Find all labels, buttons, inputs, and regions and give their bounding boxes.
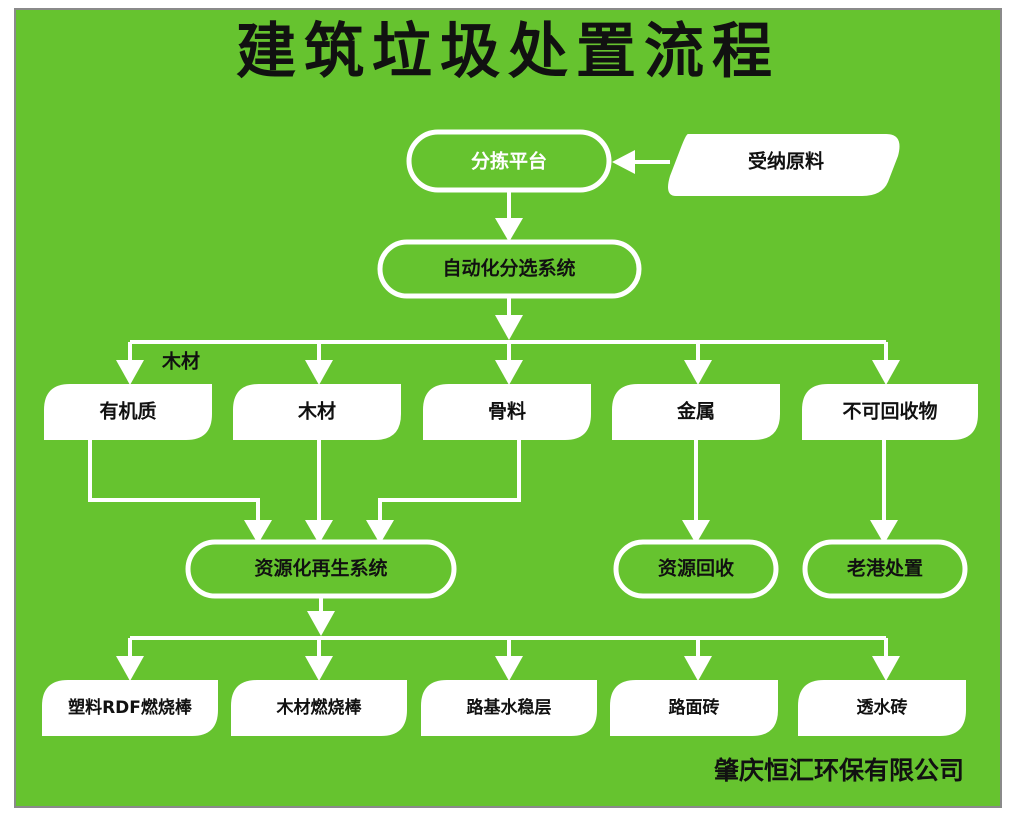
node-organic-shape bbox=[44, 384, 212, 440]
arrowhead-to-woodrod bbox=[305, 656, 333, 681]
node-intake-shape bbox=[668, 134, 900, 196]
edge-organic-to-recycle bbox=[88, 440, 260, 522]
node-nonrecyc-label: 不可回收物 bbox=[842, 400, 937, 423]
edge-aggregate-to-recycle bbox=[378, 440, 521, 522]
node-nonrecyc-shape bbox=[802, 384, 978, 440]
node-recycle-label: 资源化再生系统 bbox=[254, 557, 387, 580]
arrowhead-organic-to-recycle bbox=[244, 520, 272, 544]
node-metal-shape bbox=[612, 384, 780, 440]
arrowhead-recycle-to-bus bbox=[307, 611, 335, 636]
arrowhead-to-roadbed bbox=[495, 656, 523, 681]
page-title: 建筑垃圾处置流程 bbox=[236, 17, 780, 87]
arrowhead-metal-to-recovery bbox=[682, 520, 710, 544]
arrowhead-to-rdf bbox=[116, 656, 144, 681]
node-wood-label: 木材 bbox=[297, 400, 336, 423]
node-rdf-shape bbox=[42, 680, 218, 736]
node-woodrod-shape bbox=[231, 680, 407, 736]
node-pavebrick-shape bbox=[610, 680, 778, 736]
arrowhead-intake-to-sorting bbox=[612, 150, 635, 174]
node-laogang-shape bbox=[802, 539, 968, 599]
node-recovery-shape bbox=[613, 539, 779, 599]
arrowhead-to-pavebrick bbox=[684, 656, 712, 681]
flowchart: 建筑垃圾处置流程 受纳原料 分拣平台 自动化分选系统 bbox=[42, 17, 978, 785]
node-wood-shape bbox=[233, 384, 401, 440]
arrowhead-to-nonrecyc bbox=[872, 360, 900, 385]
arrowhead-sorting-to-auto bbox=[495, 218, 523, 242]
arrowhead-to-organic bbox=[116, 360, 144, 385]
node-permbrick-shape bbox=[798, 680, 966, 736]
node-permbrick-label: 透水砖 bbox=[857, 697, 908, 718]
node-rdf-label: 塑料RDF燃烧棒 bbox=[68, 697, 193, 718]
arrowhead-auto-to-bus bbox=[495, 315, 523, 340]
company-footer: 肇庆恒汇环保有限公司 bbox=[714, 756, 964, 785]
arrowhead-wood-to-recycle bbox=[305, 520, 333, 544]
node-aggregate-label: 骨料 bbox=[488, 400, 526, 423]
node-organic-label: 有机质 bbox=[99, 400, 156, 423]
arrowhead-nonrecyc-to-laogang bbox=[870, 520, 898, 544]
edge-label-wood: 木材 bbox=[161, 350, 200, 373]
node-auto-label: 自动化分选系统 bbox=[442, 257, 575, 280]
node-roadbed-label: 路基水稳层 bbox=[467, 697, 552, 718]
node-sorting-label: 分拣平台 bbox=[471, 150, 547, 173]
arrowhead-to-wood bbox=[305, 360, 333, 385]
node-aggregate-shape bbox=[423, 384, 591, 440]
node-woodrod-label: 木材燃烧棒 bbox=[276, 697, 363, 718]
arrowhead-to-permbrick bbox=[872, 656, 900, 681]
arrowhead-to-aggregate bbox=[495, 360, 523, 385]
arrowhead-to-metal bbox=[684, 360, 712, 385]
poster-frame: 建筑垃圾处置流程 受纳原料 分拣平台 自动化分选系统 bbox=[14, 8, 1002, 808]
node-metal-label: 金属 bbox=[676, 400, 715, 423]
node-pavebrick-label: 路面砖 bbox=[669, 697, 720, 718]
node-laogang-label: 老港处置 bbox=[847, 557, 923, 580]
node-recovery-label: 资源回收 bbox=[658, 557, 734, 580]
node-intake-label: 受纳原料 bbox=[748, 150, 824, 173]
node-roadbed-shape bbox=[421, 680, 597, 736]
arrowhead-aggregate-to-recycle bbox=[366, 520, 394, 544]
